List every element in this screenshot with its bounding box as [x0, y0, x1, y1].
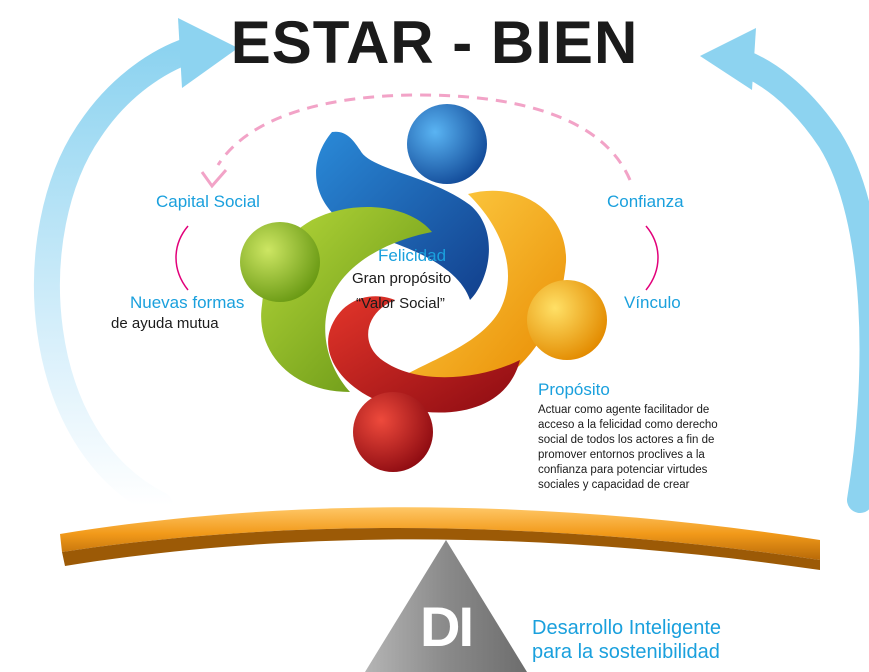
main-title: ESTAR - BIEN	[230, 9, 639, 76]
fulcrum-triangle	[365, 540, 527, 672]
proposito-line: acceso a la felicidad como derecho	[538, 419, 718, 431]
left-bracket	[175, 225, 189, 291]
label-valor-social: “Valor Social”	[356, 295, 445, 312]
label-capital-social: Capital Social	[156, 192, 260, 211]
proposito-line: promover entornos proclives a la	[538, 449, 705, 461]
di-caption-line2: para la sostenibilidad	[532, 641, 720, 663]
label-nuevas-formas: Nuevas formas	[130, 293, 245, 312]
right-bracket	[645, 225, 659, 291]
community-figures-icon	[240, 104, 607, 472]
proposito-line: confianza para potenciar virtudes	[538, 464, 708, 476]
proposito-line: sociales y capacidad de crear	[538, 479, 690, 491]
label-ayuda-mutua: de ayuda mutua	[111, 315, 219, 332]
label-gran-proposito: Gran propósito	[352, 270, 452, 287]
dashed-return-arrow	[200, 93, 632, 189]
label-felicidad: Felicidad	[378, 246, 447, 265]
left-cycle-arrow	[33, 18, 238, 518]
right-cycle-arrow	[700, 28, 869, 513]
proposito-line: social de todos los actores a fin de	[538, 434, 715, 446]
proposito-line: Actuar como agente facilitador de	[538, 404, 710, 416]
di-logo: DI	[420, 595, 474, 658]
seesaw-beam	[60, 507, 820, 570]
proposito-heading: Propósito	[538, 380, 610, 399]
label-vinculo: Vínculo	[624, 293, 681, 312]
di-caption-line1: Desarrollo Inteligente	[532, 617, 721, 639]
label-confianza: Confianza	[607, 192, 684, 211]
